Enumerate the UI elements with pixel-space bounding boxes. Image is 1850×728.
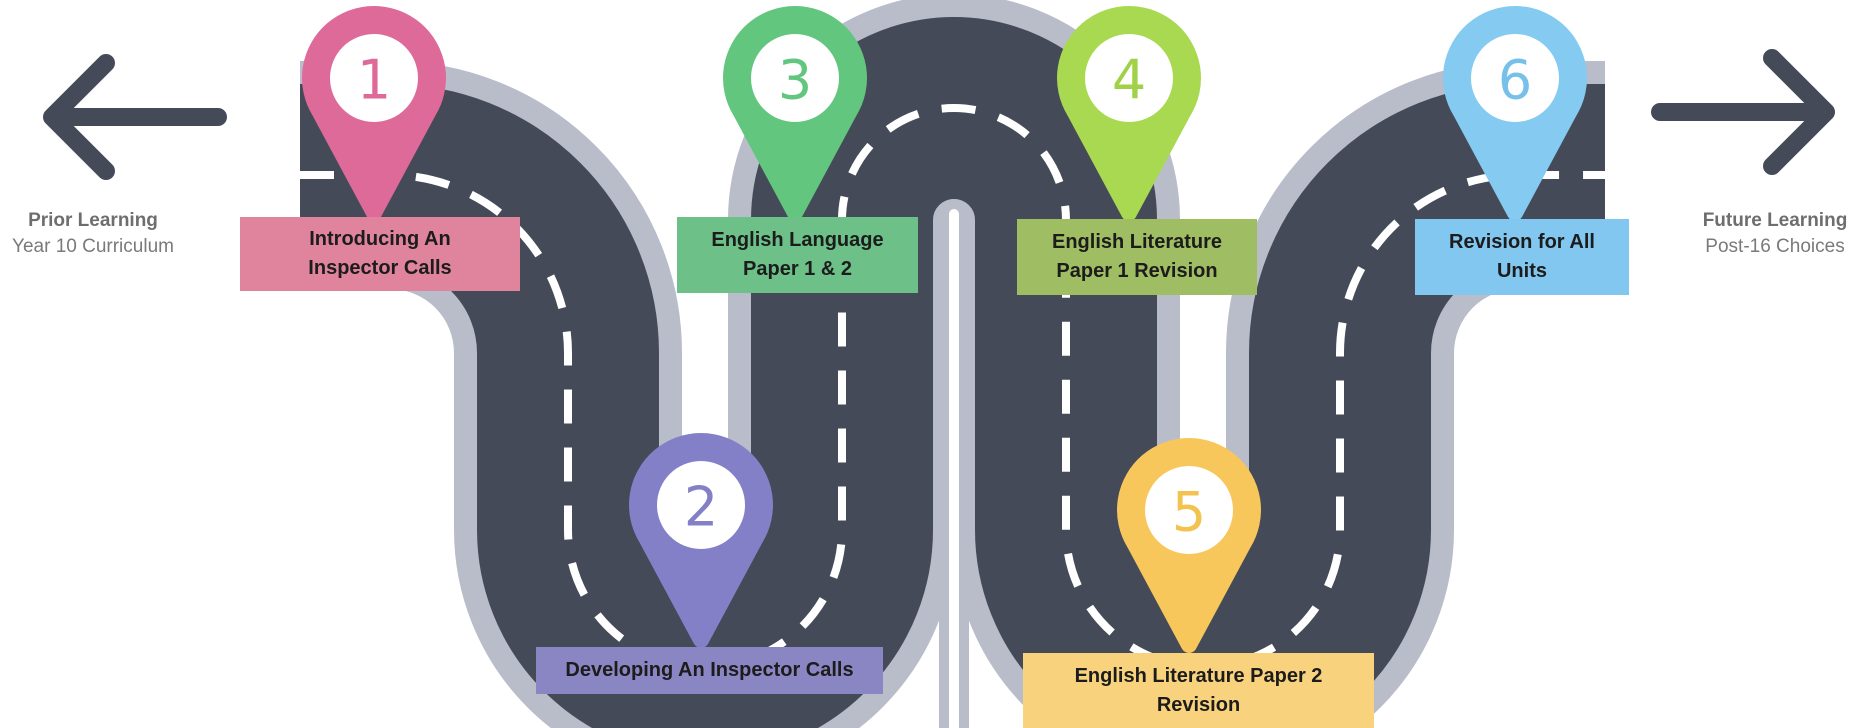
- pin-inner-circle: [1471, 34, 1559, 122]
- pin-inner-circle: [1085, 34, 1173, 122]
- step-label-4: English Literature Paper 1 Revision: [1017, 219, 1257, 295]
- arrow-left-icon: [43, 54, 227, 180]
- step-label-3: English Language Paper 1 & 2: [677, 217, 918, 293]
- pin-inner-circle: [330, 34, 418, 122]
- lane-markings: [300, 104, 1605, 671]
- future-learning-title: Future Learning: [1702, 210, 1848, 231]
- pin-inner-circle: [1145, 466, 1233, 554]
- prior-learning-subtitle: Year 10 Curriculum: [12, 236, 174, 257]
- arrow-right-icon: [1651, 49, 1835, 175]
- step-label-6: Revision for All Units: [1415, 219, 1629, 295]
- prior-learning-title: Prior Learning: [28, 210, 158, 231]
- pin-inner-circle: [657, 461, 745, 549]
- map-pin-3: 3: [723, 6, 867, 221]
- future-learning-subtitle: Post-16 Choices: [1705, 236, 1845, 257]
- step-number-5: 5: [1172, 481, 1206, 544]
- future-learning: Future Learning Post-16 Choices: [1700, 208, 1850, 260]
- winding-road: [276, 0, 1632, 728]
- step-number-2: 2: [684, 476, 718, 539]
- map-pin-2: 2: [629, 433, 773, 648]
- map-pin-5: 5: [1117, 438, 1261, 653]
- step-number-6: 6: [1498, 49, 1532, 112]
- prior-learning: Prior Learning Year 10 Curriculum: [8, 208, 178, 260]
- map-pin-6: 6: [1443, 6, 1587, 221]
- step-number-3: 3: [778, 49, 812, 112]
- step-number-4: 4: [1112, 49, 1146, 112]
- pin-inner-circle: [751, 34, 839, 122]
- map-pin-4: 4: [1057, 6, 1201, 221]
- step-label-2: Developing An Inspector Calls: [536, 647, 883, 694]
- map-pin-1: 1: [302, 6, 446, 221]
- step-label-1: Introducing An Inspector Calls: [240, 217, 520, 291]
- step-number-1: 1: [357, 49, 391, 112]
- step-label-5: English Literature Paper 2 Revision: [1023, 653, 1374, 728]
